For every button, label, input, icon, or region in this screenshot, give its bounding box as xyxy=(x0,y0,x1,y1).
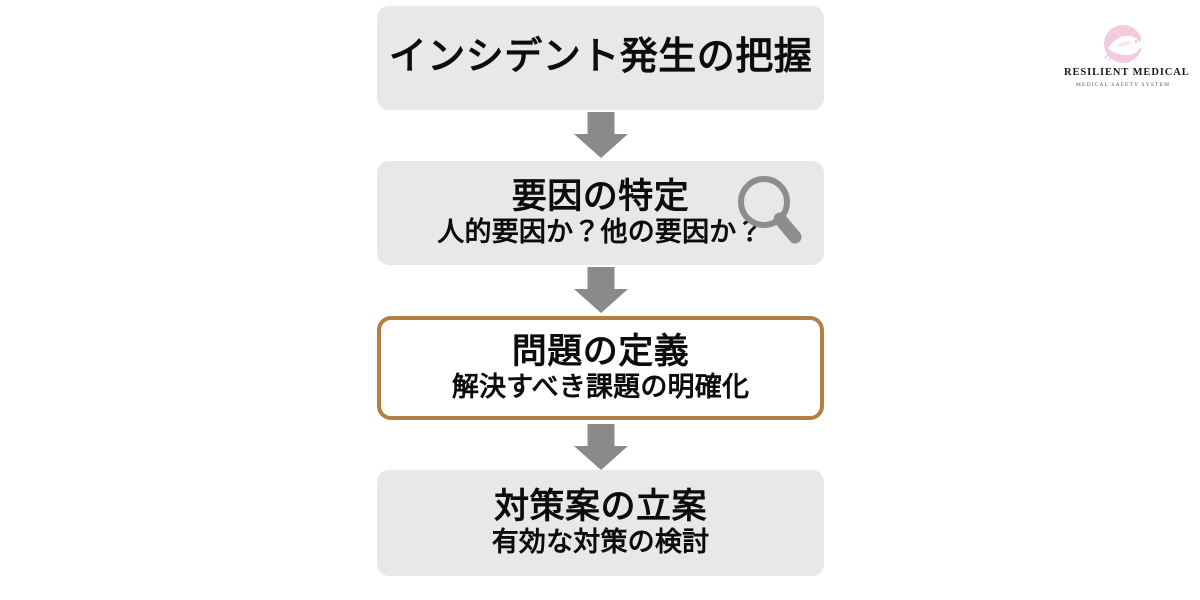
down-arrow-icon xyxy=(573,267,628,313)
arrow-head xyxy=(573,134,628,158)
arrow-shaft xyxy=(587,267,614,291)
logo-tagline: MEDICAL SAFETY SYSTEM xyxy=(1075,82,1171,88)
arrow-shaft xyxy=(587,112,614,136)
flow-node-factor-identification[interactable]: 要因の特定 人的要因か？他の要因か？ xyxy=(377,161,824,265)
arrow-head xyxy=(573,289,628,313)
arrow-head xyxy=(573,446,628,470)
flow-node-incident-detection[interactable]: インシデント発生の把握 xyxy=(377,6,824,110)
flowchart: インシデント発生の把握 要因の特定 人的要因か？他の要因か？ 問題の定義 解決す… xyxy=(377,0,824,600)
flow-node-problem-definition[interactable]: 問題の定義 解決すべき課題の明確化 xyxy=(377,316,824,420)
down-arrow-icon xyxy=(573,112,628,158)
brand-logo: RESILIENT MEDICAL MEDICAL SAFETY SYSTEM xyxy=(1064,22,1190,88)
flow-node-title: 問題の定義 xyxy=(511,332,690,372)
flow-node-countermeasure-planning[interactable]: 対策案の立案 有効な対策の検討 xyxy=(377,470,824,576)
flow-node-subtitle: 人的要因か？他の要因か？ xyxy=(437,217,764,248)
flow-node-title: 対策案の立案 xyxy=(493,487,707,527)
logo-name: RESILIENT MEDICAL xyxy=(1064,67,1190,78)
flow-node-subtitle: 解決すべき課題の明確化 xyxy=(451,372,750,403)
down-arrow-icon xyxy=(573,424,628,470)
dove-icon xyxy=(1064,22,1182,66)
arrow-shaft xyxy=(587,424,614,448)
flow-node-subtitle: 有効な対策の検討 xyxy=(491,527,710,558)
magnifier-icon xyxy=(734,173,806,251)
flow-node-title: 要因の特定 xyxy=(511,177,690,217)
flow-node-title: インシデント発生の把握 xyxy=(388,36,813,79)
